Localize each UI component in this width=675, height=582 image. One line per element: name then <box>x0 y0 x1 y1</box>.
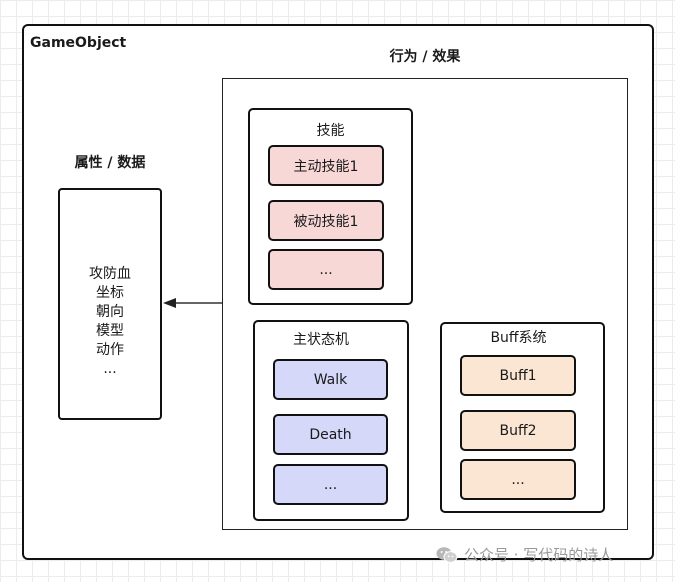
attributes-box <box>58 188 162 420</box>
skill-item-passive: 被动技能1 <box>268 200 384 241</box>
buff-system-label: Buff系统 <box>490 330 547 346</box>
skills-label: 技能 <box>316 123 345 139</box>
attribute-item: 坐标 <box>96 285 124 301</box>
attributes-title: 属性 / 数据 <box>74 155 146 171</box>
game-object-title: GameObject <box>30 35 127 51</box>
skill-item-more: ... <box>268 249 384 290</box>
behaviors-title: 行为 / 效果 <box>389 49 461 65</box>
attribute-item: 攻防血 <box>89 266 131 282</box>
arrow-head <box>163 298 176 308</box>
state-machine-label: 主状态机 <box>293 332 349 348</box>
wechat-icon <box>436 546 458 563</box>
attribute-item: 模型 <box>96 323 124 339</box>
attributes-list: 攻防血 坐标 朝向 模型 动作 ... <box>58 265 162 379</box>
buff-item-2: Buff2 <box>460 410 576 451</box>
watermark: 公众号 · 写代码的诗人 <box>436 544 613 565</box>
buff-item-more: ... <box>460 459 576 500</box>
watermark-text: 公众号 · 写代码的诗人 <box>464 546 614 564</box>
attribute-item: 朝向 <box>96 304 124 320</box>
state-item-more: ... <box>273 464 388 505</box>
skill-item-active: 主动技能1 <box>268 145 384 186</box>
state-item-death: Death <box>273 414 388 455</box>
state-item-walk: Walk <box>273 359 388 400</box>
attribute-item: ... <box>103 361 117 377</box>
attribute-item: 动作 <box>96 342 124 358</box>
buff-item-1: Buff1 <box>460 355 576 396</box>
